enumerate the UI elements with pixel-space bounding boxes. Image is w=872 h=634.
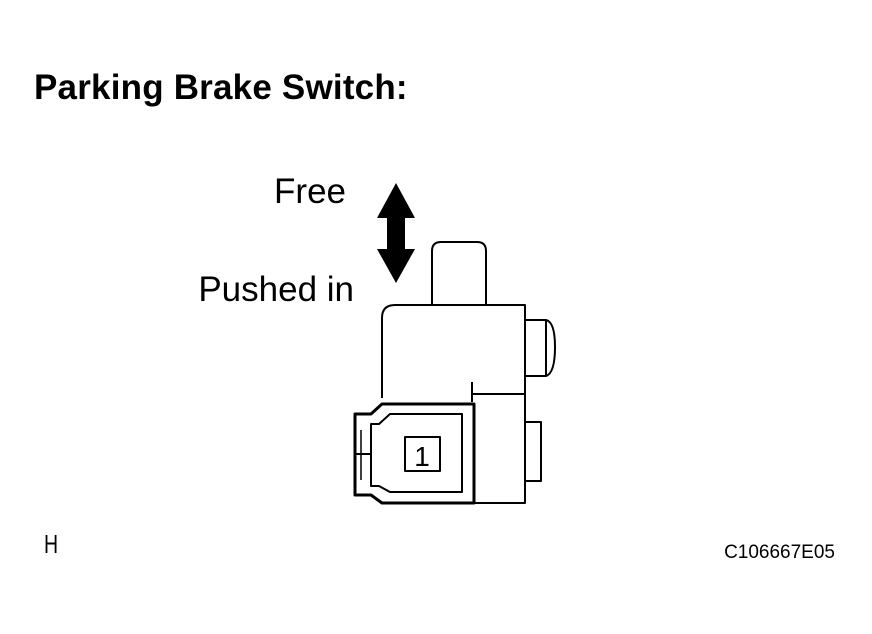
side-cap [525, 319, 556, 377]
double-arrow-vertical-icon [377, 183, 415, 283]
connector: 1 [353, 402, 476, 505]
diagram-title: Parking Brake Switch: [34, 68, 408, 107]
terminal-number: 1 [414, 441, 430, 472]
lower-body [472, 393, 526, 504]
plunger [431, 241, 487, 305]
terminal-box [404, 436, 441, 472]
free-label: Free [274, 172, 346, 211]
lower-side-tab [525, 421, 542, 482]
pushed-in-label: Pushed in [198, 270, 354, 309]
switch-body [381, 241, 556, 504]
figure-code: C106667E05 [724, 542, 835, 563]
connector-inner [370, 413, 463, 493]
corner-mark: H [44, 529, 59, 559]
connector-outer [353, 402, 476, 505]
switch-housing [381, 304, 526, 398]
